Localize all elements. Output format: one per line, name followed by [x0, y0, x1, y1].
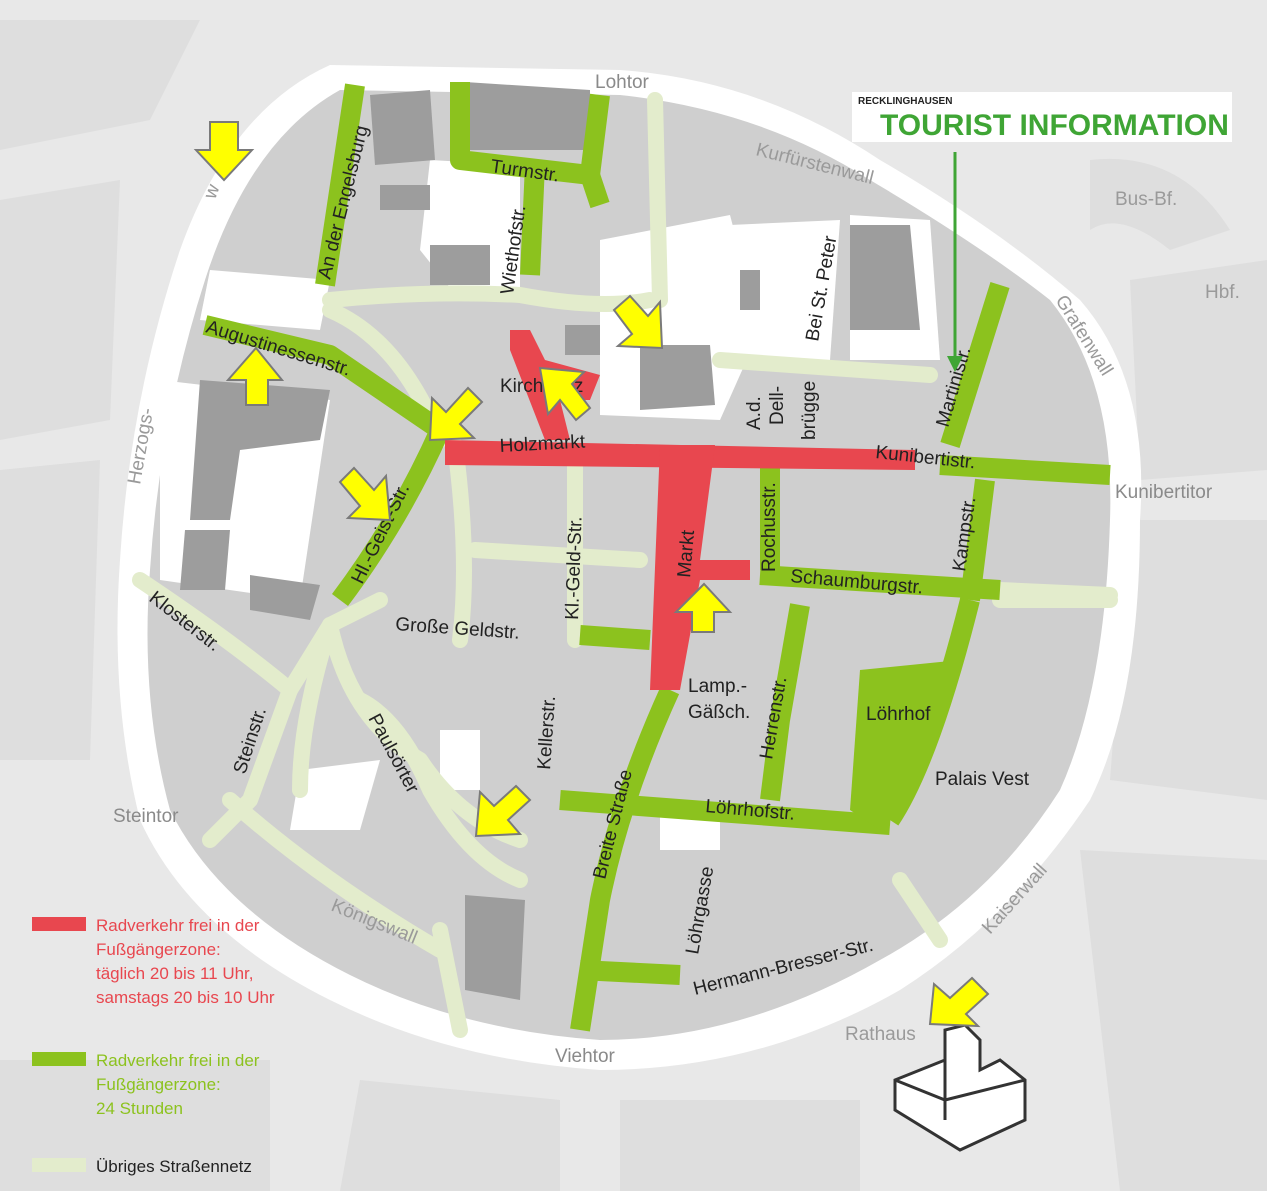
- label-wall-w: w: [200, 181, 225, 202]
- label-lamp: Lamp.-: [688, 676, 747, 697]
- tourist-city: RECKLINGHAUSEN: [858, 96, 952, 107]
- label-rathaus: Rathaus: [845, 1024, 916, 1045]
- arrow-downright-icon: [612, 294, 664, 350]
- label-hbf: Hbf.: [1205, 282, 1240, 303]
- legend-green-swatch: [32, 1052, 86, 1066]
- arrow-downleft-icon: [474, 784, 532, 838]
- label-bruegge: brügge: [799, 381, 820, 440]
- legend-green-line-3: 24 Stunden: [96, 1099, 183, 1118]
- legend-green-line-2: Fußgängerzone:: [96, 1075, 221, 1094]
- tourist-info-box: [852, 92, 1232, 142]
- legend-green-line-1: Radverkehr frei in der: [96, 1051, 260, 1070]
- legend-red-swatch: [32, 917, 86, 931]
- green-zones: [202, 82, 1111, 1032]
- label-kellerstr: Kellerstr.: [534, 695, 560, 770]
- label-holzmarkt: Holzmarkt: [499, 432, 586, 457]
- gate-steintor: Steintor: [113, 806, 179, 827]
- arrow-down-icon: [193, 121, 255, 182]
- label-palais-vest: Palais Vest: [935, 769, 1030, 790]
- gate-viehtor: Viehtor: [555, 1046, 616, 1067]
- tourist-title: TOURIST INFORMATION: [880, 109, 1229, 142]
- legend-light-swatch: [32, 1158, 86, 1172]
- gate-lohtor: Lohtor: [595, 72, 650, 93]
- buildings: [180, 82, 920, 1000]
- label-bus: Bus-Bf.: [1115, 189, 1177, 210]
- arrow-downright-icon: [338, 466, 392, 522]
- label-dell: Dell-: [767, 386, 788, 425]
- legend-red-line-1: Radverkehr frei in der: [96, 916, 260, 935]
- legend-light-line-1: Übriges Straßennetz: [96, 1157, 252, 1176]
- label-loehrhof: Löhrhof: [866, 704, 931, 725]
- label-gaessch: Gäßch.: [688, 702, 750, 723]
- arrow-upleft-icon: [538, 366, 592, 422]
- other-roads: [132, 92, 1118, 1038]
- loehrhof-green-area: [850, 660, 960, 830]
- arrow-downleft-icon: [428, 386, 484, 442]
- legend-red-line-4: samstags 20 bis 10 Uhr: [96, 988, 275, 1007]
- label-rochusstr: Rochusstr.: [759, 482, 780, 572]
- gate-kunibertitor: Kunibertitor: [1115, 482, 1213, 503]
- arrow-downleft-icon: [928, 976, 990, 1028]
- outer-blocks: [0, 20, 1267, 1191]
- tourist-pointer-icon: [947, 152, 963, 372]
- label-kl-geld-str: Kl.-Geld-Str.: [562, 516, 587, 620]
- legend-red-line-3: täglich 20 bis 11 Uhr,: [96, 964, 254, 983]
- arrows: [193, 121, 990, 1028]
- rathaus-icon: [893, 1023, 1027, 1152]
- label-ad: A.d.: [744, 396, 765, 430]
- legend-red-line-2: Fußgängerzone:: [96, 940, 221, 959]
- arrow-up-icon: [225, 346, 285, 406]
- label-markt: Markt: [674, 529, 699, 579]
- arrow-up-icon: [673, 582, 733, 633]
- legend: Radverkehr frei in der Fußgängerzone: tä…: [32, 916, 275, 1176]
